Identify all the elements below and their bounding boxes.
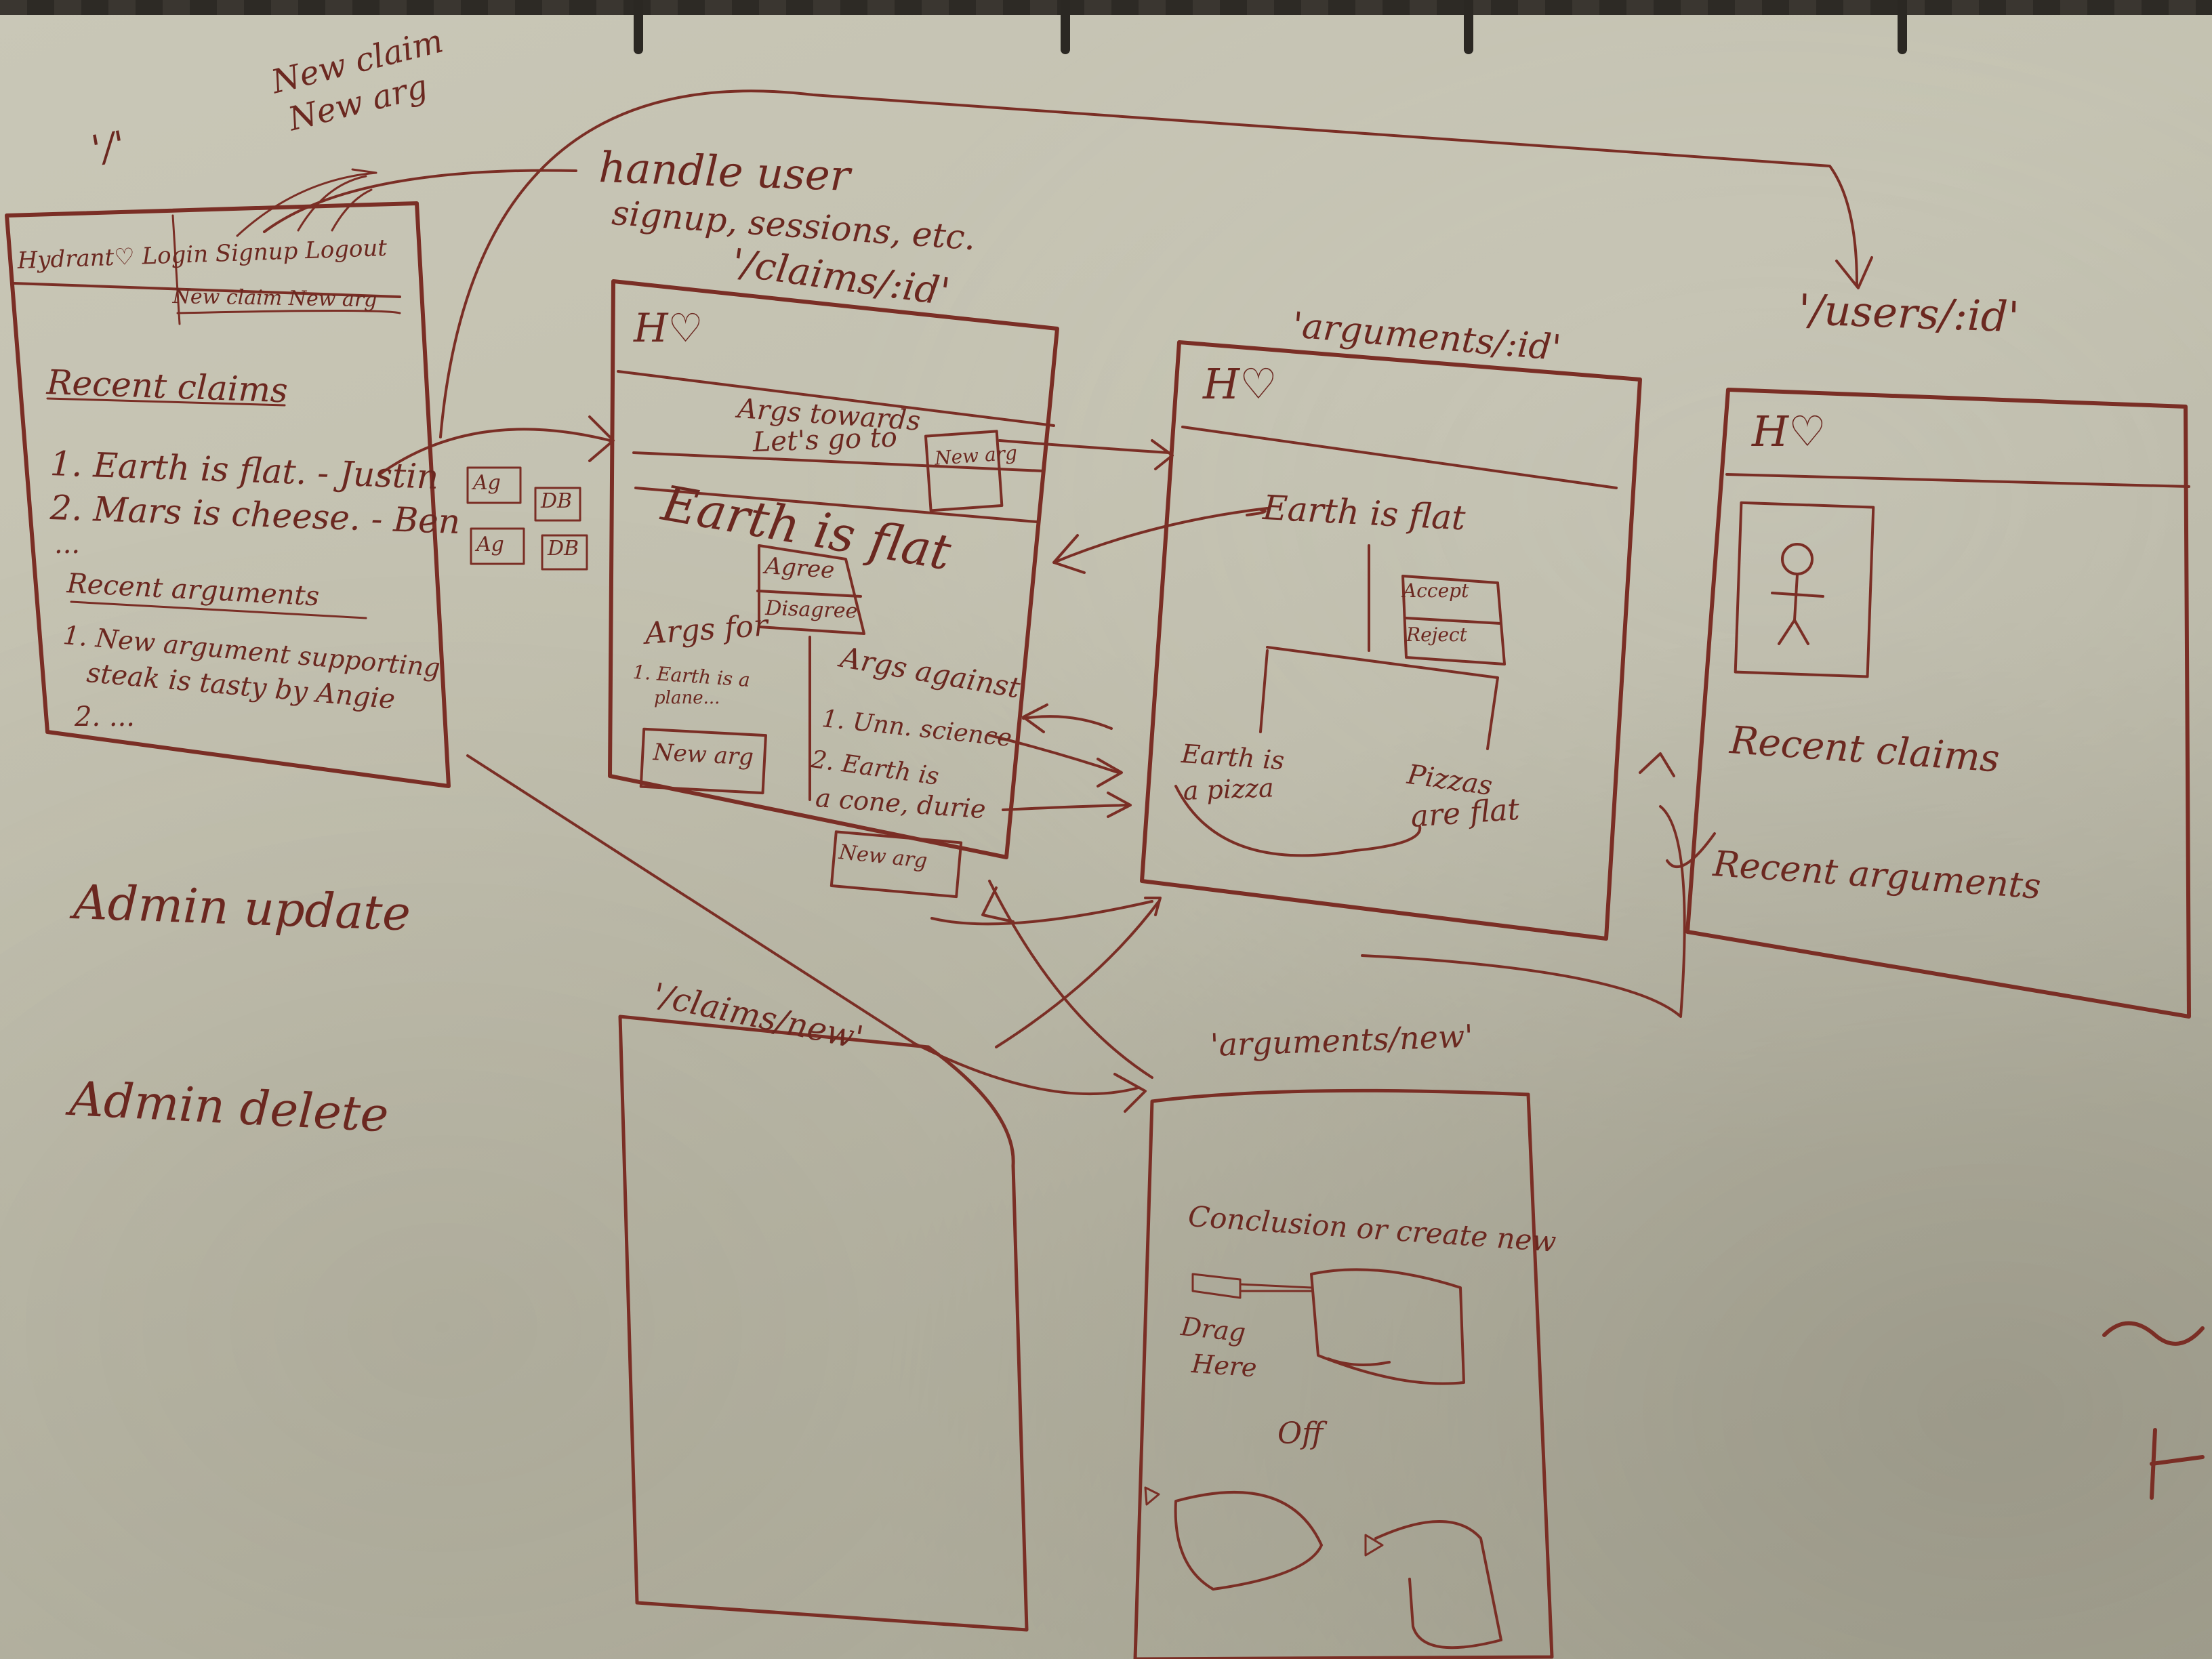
new-arg-against-box [830,830,963,899]
premise-slot [1374,1520,1502,1650]
agree-button[interactable]: Agree [764,552,836,585]
ag-box [466,466,522,504]
home-title-underline [46,397,367,619]
home-to-user-arrow [439,89,1873,438]
blind-clip [1464,0,1473,54]
db-button[interactable]: DB [548,537,579,560]
premise-slot [1174,1490,1323,1591]
home-frame [5,201,451,788]
against-arrow [988,734,1123,787]
home-nav-underline [171,214,401,325]
user-frame [1685,388,2191,1019]
avatar-box [1734,501,1875,678]
user-logo: H♡ [1752,407,1826,456]
newarg-arrow [988,880,1153,1079]
accept-reject-box [1401,575,1506,665]
window-blind [0,0,2212,15]
newarg-arrow [930,886,1153,926]
home-nav-secondary: New claim New arg [172,285,377,312]
argument-inner-box [1259,646,1499,750]
arg-item-2: 2. ... [75,701,136,733]
home-to-argsnew-arrow [466,754,1147,1113]
handle-arrow [263,169,577,233]
conclusion-box [1310,1268,1465,1385]
claim-frame [608,279,1059,859]
against-arrow [1002,792,1132,818]
argument-header-line [1181,426,1618,489]
disagree-button[interactable]: Disagree [764,596,858,623]
claim-banner-lines [632,451,1045,523]
argument-logo: H♡ [1203,359,1277,409]
home-nav-underline [12,282,401,298]
avatar-icon [1771,573,1824,645]
blind-clip [1898,0,1907,54]
claim-header-line [617,370,1055,427]
db-box [534,487,581,522]
nav-annotation-arrow [236,168,377,237]
args-for-item-b: plane... [654,688,720,708]
edge-scribble [2102,1321,2205,1346]
user-header-line [1725,473,2190,488]
off-label: Off [1277,1416,1324,1451]
ag-button[interactable]: Ag [473,471,501,495]
arg-to-claim-arrow [1052,507,1269,574]
new-arg-for-button[interactable]: New arg [652,739,754,771]
drag-label-2: Here [1190,1349,1258,1383]
handle-note-line1: handle user [598,142,851,201]
claim-logo: H♡ [634,305,703,351]
argsnew-to-arg-arrow [995,897,1162,1048]
arg-back-arrow [1022,703,1113,733]
args-new-frame [1133,1088,1554,1659]
new-arg-top-box [924,430,1004,512]
user-route: '/users/:id' [1797,285,2020,342]
claim-item-more: ... [54,529,81,560]
bullet-marker [1144,1486,1384,1557]
argument-frame [1140,340,1642,941]
ag-box [470,527,525,565]
argument-pointer [1246,508,1267,516]
new-arg-for-box [639,727,767,795]
premise-link [1174,785,1422,857]
drag-handle [1191,1273,1313,1299]
agree-disagree-box [756,544,865,635]
avatar-head [1781,543,1814,575]
blind-clip [1061,0,1070,54]
user-back-arrow [1361,752,1686,1018]
ag-button[interactable]: Ag [476,533,504,556]
recent-claims-title: Recent claims [45,363,289,411]
claim-banner-2: Let's go to [752,422,898,458]
db-button[interactable]: DB [541,489,573,513]
blind-clip [634,0,643,54]
admin-update-note: Admin update [73,874,412,942]
user-arrow-tick [1666,832,1716,868]
accept-button[interactable]: Accept [1403,579,1469,602]
db-box [541,534,588,571]
edge-scribble [2150,1428,2205,1500]
premise-1b: a pizza [1183,773,1275,806]
claim-to-arg-arrow [998,439,1174,470]
claims-new-frame [618,1015,1029,1632]
reject-button[interactable]: Reject [1406,623,1467,646]
